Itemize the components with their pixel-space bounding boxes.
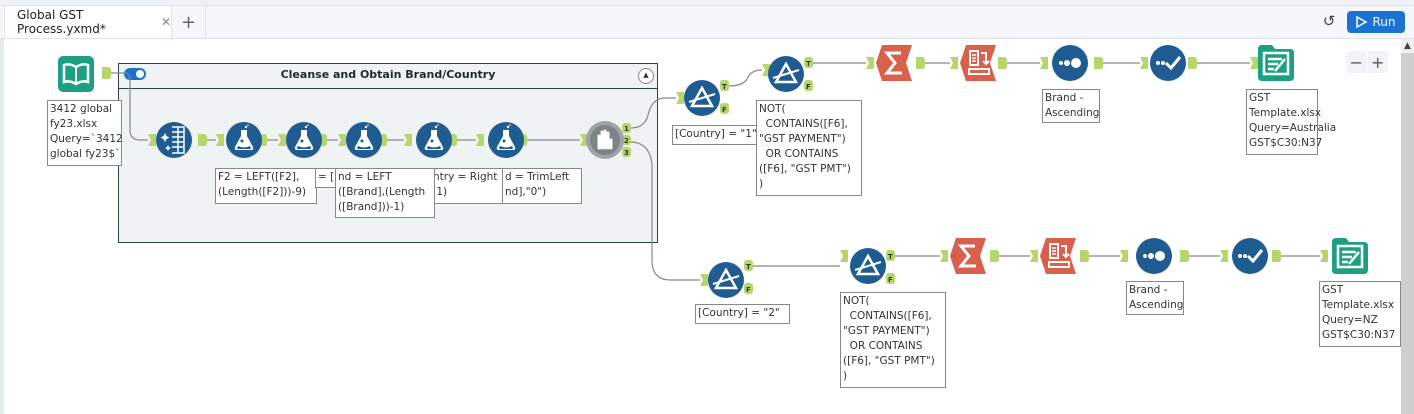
annotation-formula4: ntry = Right 1) [430,168,506,204]
summarize-tool[interactable] [950,238,986,274]
false-anchor[interactable]: F [804,80,813,91]
input-anchor[interactable] [148,134,156,146]
annotation-formula1: F2 = LEFT([F2], (Length([F2]))-9) [215,168,317,204]
annotation-formula3: nd = LEFT ([Brand],(Length ([Brand]))-1) [335,168,435,218]
data-cleansing-tool[interactable] [156,122,192,158]
false-anchor[interactable]: F [744,283,753,294]
vertical-scrollbar[interactable]: ▲ [1401,39,1414,414]
block-output-2[interactable]: 2 [622,135,631,145]
svg-text:F: F [746,286,751,294]
container-header: Cleanse and Obtain Brand/Country ▲ [119,64,657,89]
sort-tool[interactable] [1136,238,1172,274]
play-icon [1356,15,1369,29]
zoom-out-button[interactable]: − [1346,51,1368,73]
input-data-tool[interactable] [58,56,94,92]
annotation-input: 3412 global fy23.xlsx Query=`3412 global… [47,100,123,166]
output-anchor[interactable] [198,134,207,146]
filter-tool-gst1[interactable] [768,56,804,92]
svg-text:T: T [722,83,727,91]
select-tool[interactable] [1232,238,1268,274]
annotation-filter-country2: [Country] = "2" [695,304,790,324]
collapse-icon[interactable]: ▲ [638,68,654,84]
svg-text:T: T [888,253,893,261]
new-tab-button[interactable]: + [172,6,206,38]
tab-workflow[interactable]: Global GST Process.yxmd* ✕ [4,6,172,38]
annotation-filter-country1: [Country] = "1" [672,125,770,145]
svg-text:3: 3 [624,149,629,157]
sort-tool[interactable] [1052,45,1088,81]
svg-text:T: T [746,263,751,271]
false-anchor[interactable]: F [886,273,895,284]
history-icon[interactable]: ↺ [1322,12,1336,30]
connections [110,62,1320,281]
run-label: Run [1372,15,1396,29]
true-anchor[interactable]: T [804,57,813,68]
annotation-formula5: d = TrimLeft nd],"0") [502,168,582,204]
select-tool[interactable] [1150,45,1186,81]
true-anchor[interactable]: T [744,260,753,271]
formula-tool[interactable] [488,122,524,158]
svg-text:T: T [806,60,811,68]
svg-text:1: 1 [624,125,629,133]
filter-tool-country2[interactable] [708,262,744,298]
formula-tool[interactable] [226,122,262,158]
block-output-3[interactable]: 3 [622,147,631,157]
true-anchor[interactable]: T [720,80,729,91]
svg-text:F: F [722,106,727,114]
anchors [102,57,1328,286]
annotation-output2: GST Template.xlsx Query=NZ GST$C30:N37 [1319,281,1401,347]
cross-tab-tool[interactable] [1040,238,1076,274]
block-until-done-tool[interactable] [585,120,625,160]
zoom-controls: − + [1346,51,1388,73]
svg-text:F: F [806,83,811,91]
title-strip [0,0,1414,6]
scroll-up-icon[interactable]: ▲ [1401,39,1414,53]
annotation-sort2: Brand - Ascending [1126,281,1184,315]
container-title: Cleanse and Obtain Brand/Country [280,68,496,81]
svg-text:F: F [888,276,893,284]
annotation-filter-gst2: NOT( CONTAINS([F6], "GST PAYMENT") OR CO… [840,292,946,388]
filter-tool-gst2[interactable] [850,248,886,284]
true-anchor[interactable]: T [886,250,895,261]
output-data-tool[interactable] [1258,45,1294,81]
false-anchor[interactable]: F [720,103,729,114]
tab-bar: Global GST Process.yxmd* ✕ + ↺ Run [0,0,1414,39]
run-button[interactable]: Run [1347,11,1405,33]
formula-tool[interactable] [286,122,322,158]
output-anchor[interactable] [102,67,111,79]
annotation-sort1: Brand - Ascending [1042,89,1100,123]
summarize-tool[interactable] [876,45,912,81]
tab-title: Global GST Process.yxmd* [17,8,106,36]
block-output-1[interactable]: 1 [622,123,631,133]
svg-text:2: 2 [624,137,629,145]
zoom-in-button[interactable]: + [1371,52,1385,72]
formula-tool[interactable] [346,122,382,158]
output-data-tool[interactable] [1332,238,1368,274]
canvas-left-edge [0,39,4,414]
close-icon[interactable]: ✕ [160,15,171,29]
formula-tool[interactable] [416,122,452,158]
filter-tool-country1[interactable] [684,80,720,116]
annotation-filter-gst1: NOT( CONTAINS([F6], "GST PAYMENT") OR CO… [756,100,862,196]
labeled-anchors: T F T F T F T F 1 2 3 [622,57,895,294]
annotation-output1: GST Template.xlsx Query=Australia GST$C3… [1246,89,1336,155]
cross-tab-tool[interactable] [960,45,996,81]
